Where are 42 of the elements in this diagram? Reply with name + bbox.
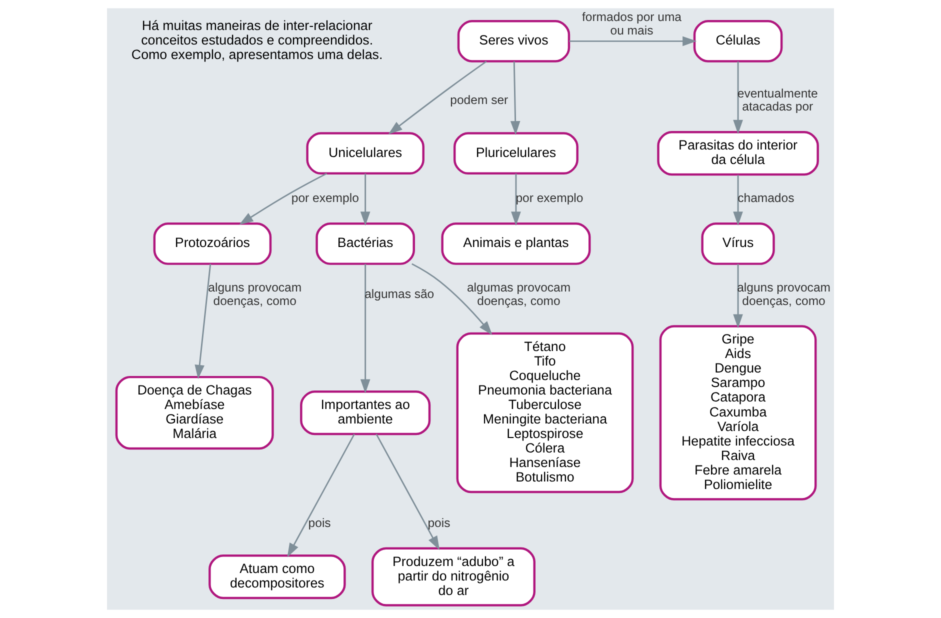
node-box: Animais e plantas [441, 222, 591, 265]
arrow [510, 61, 520, 136]
edge-label: por exemplo [291, 191, 359, 206]
edge-label: chamados [738, 191, 794, 206]
arrow [569, 36, 697, 46]
node-box: Tétano Tifo Coqueluche Pneumonia bacteriana Tuberculose Meningite bacteriana Leptospirose Cólera Hanseníase Botulismo [456, 332, 634, 494]
arrow [360, 264, 370, 394]
edge-label: eventualmente atacadas por [737, 86, 818, 114]
node-box: Atuam como decompositores [208, 554, 346, 600]
arrow [194, 264, 212, 379]
arrow [360, 174, 370, 226]
node-box: Produzem “adubo” a partir do nitrogênio do ar [371, 547, 536, 606]
arrow [287, 434, 355, 558]
arrow [412, 263, 492, 336]
edge-label: pois [308, 516, 331, 530]
node-box: Protozoários [153, 222, 272, 265]
edge-label: podem ser [450, 93, 508, 108]
arrow [388, 60, 487, 134]
arrow [733, 61, 743, 134]
arrow [511, 174, 521, 226]
node-box: Vírus [701, 222, 775, 265]
edge-label: alguns provocam doenças, como [737, 280, 830, 308]
node-box: Unicelulares [306, 132, 424, 175]
edge-label: algumas provocam doenças, como [466, 280, 571, 308]
edge-label: formados por uma ou mais [582, 10, 682, 38]
label: Há muitas maneiras de inter-relacionar conceitos estudados e compreendidos. Como exemplo, apresentamos uma delas. [131, 18, 383, 62]
arrow [733, 264, 743, 328]
node-box: Importantes ao ambiente [300, 390, 431, 436]
arrow [733, 174, 743, 226]
arrow [239, 172, 328, 225]
node-box: Gripe Aids Dengue Sarampo Catapora Caxumba Varíola Hepatite infecciosa Raiva Febre amarela Poliomielite [659, 325, 817, 500]
edge-label: por exemplo [516, 191, 584, 206]
node-box: Doença de Chagas Amebíase Giardíase Malária [115, 376, 274, 450]
node-box: Pluricelulares [453, 132, 578, 175]
edge-label: algumas são [364, 287, 434, 302]
node-box: Bactérias [316, 222, 415, 265]
node-box: Células [693, 20, 783, 62]
arrow [376, 434, 440, 550]
edge-label: alguns provocam doenças, como [208, 280, 302, 308]
node-box: Seres vivos [457, 20, 570, 62]
edge-label: pois [428, 516, 450, 530]
node-box: Parasitas do interior da célula [657, 131, 819, 176]
